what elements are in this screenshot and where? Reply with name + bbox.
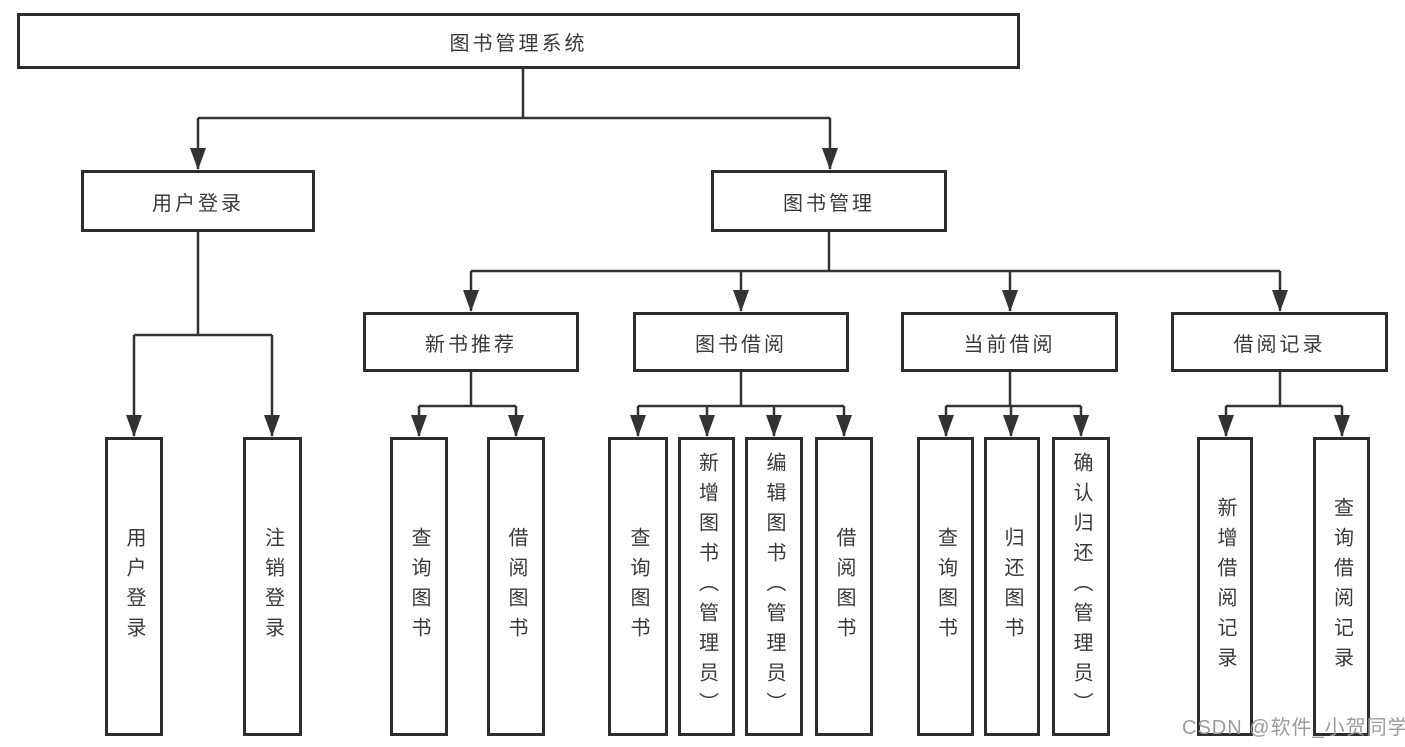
node-label: 图书管理系统	[449, 32, 588, 55]
leaf-label: 借阅图书	[833, 526, 855, 647]
leaf-confirm-return-admin: 确认归还（管理员）	[1052, 437, 1110, 736]
leaf-label: 查询图书	[934, 526, 957, 647]
csdn-watermark: CSDN @软件_小贺同学	[1182, 717, 1405, 739]
leaf-logout: 注销登录	[243, 437, 302, 736]
node-new-book-recommend: 新书推荐	[363, 312, 579, 372]
node-current-borrow: 当前借阅	[901, 312, 1118, 372]
node-user-login: 用户登录	[81, 170, 315, 232]
node-root-library-system: 图书管理系统	[17, 13, 1020, 69]
leaf-label: 查询图书	[408, 526, 430, 647]
leaf-user-login: 用户登录	[105, 437, 163, 736]
leaf-borrow-books-1: 借阅图书	[487, 437, 545, 736]
leaf-query-books-2: 查询图书	[608, 437, 668, 736]
node-borrow-records: 借阅记录	[1171, 312, 1388, 372]
leaf-label: 查询图书	[627, 526, 649, 647]
leaf-label: 注销登录	[261, 526, 284, 647]
leaf-query-borrow-record: 查询借阅记录	[1313, 437, 1370, 736]
leaf-add-borrow-record: 新增借阅记录	[1197, 437, 1253, 736]
leaf-return-book: 归还图书	[984, 437, 1040, 736]
leaf-borrow-books-2: 借阅图书	[815, 437, 873, 736]
leaf-label: 确认归还（管理员）	[1070, 451, 1092, 722]
node-book-borrow: 图书借阅	[633, 312, 849, 372]
leaf-query-books-1: 查询图书	[390, 437, 448, 736]
leaf-add-book-admin: 新增图书（管理员）	[678, 437, 735, 736]
node-book-management: 图书管理	[711, 170, 947, 232]
leaf-label: 新增借阅记录	[1214, 496, 1236, 677]
leaf-label: 查询借阅记录	[1330, 496, 1353, 677]
leaf-label: 借阅图书	[505, 526, 527, 647]
node-label: 当前借阅	[963, 333, 1056, 356]
node-label: 图书管理	[783, 192, 875, 215]
leaf-label: 新增图书（管理员）	[695, 451, 718, 722]
node-label: 用户登录	[152, 192, 244, 215]
leaf-edit-book-admin: 编辑图书（管理员）	[745, 437, 803, 736]
node-label: 借阅记录	[1233, 333, 1326, 356]
node-label: 图书借阅	[695, 333, 787, 356]
node-label: 新书推荐	[425, 333, 517, 356]
leaf-label: 用户登录	[123, 526, 145, 647]
leaf-query-books-3: 查询图书	[917, 437, 974, 736]
leaf-label: 归还图书	[1001, 526, 1023, 647]
leaf-label: 编辑图书（管理员）	[763, 451, 785, 722]
